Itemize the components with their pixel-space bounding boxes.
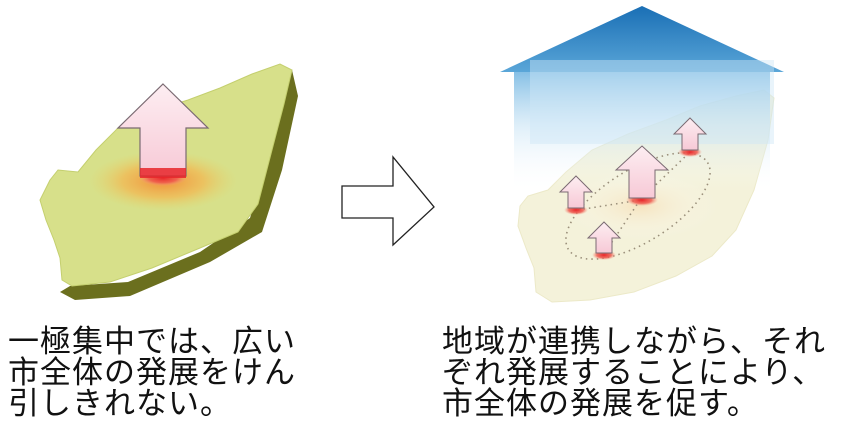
caption-left-line-3: 引しきれない。 [8,386,232,422]
caption-right-line-3: 市全体の発展を促す。 [442,386,759,422]
caption-left: 一極集中では、広い 市全体の発展をけん 引しきれない。 [8,327,296,420]
hub-arrow-top-right-icon [672,117,708,151]
caption-right: 地域が連携しながら、それ ぞれ発展することにより、 市全体の発展を促す。 [442,327,826,420]
caption-left-line-2: 市全体の発展をけん [8,355,296,391]
right-region-figure [500,6,784,303]
hub-arrow-left-icon [558,175,594,209]
caption-right-line-2: ぞれ発展することにより、 [442,355,825,391]
hub-arrow-center-icon [614,145,670,199]
caption-right-line-1: 地域が連携しながら、それ [442,324,826,360]
left-land-side [60,70,298,300]
left-region-figure [39,63,298,300]
roof-icon [500,6,784,72]
left-arrow-base-glow [140,168,186,178]
hub-arrow-bottom-icon [586,221,622,254]
house-wall-layer [530,60,774,144]
transition-arrow-icon [341,155,435,247]
caption-left-line-1: 一極集中では、広い [8,324,296,360]
